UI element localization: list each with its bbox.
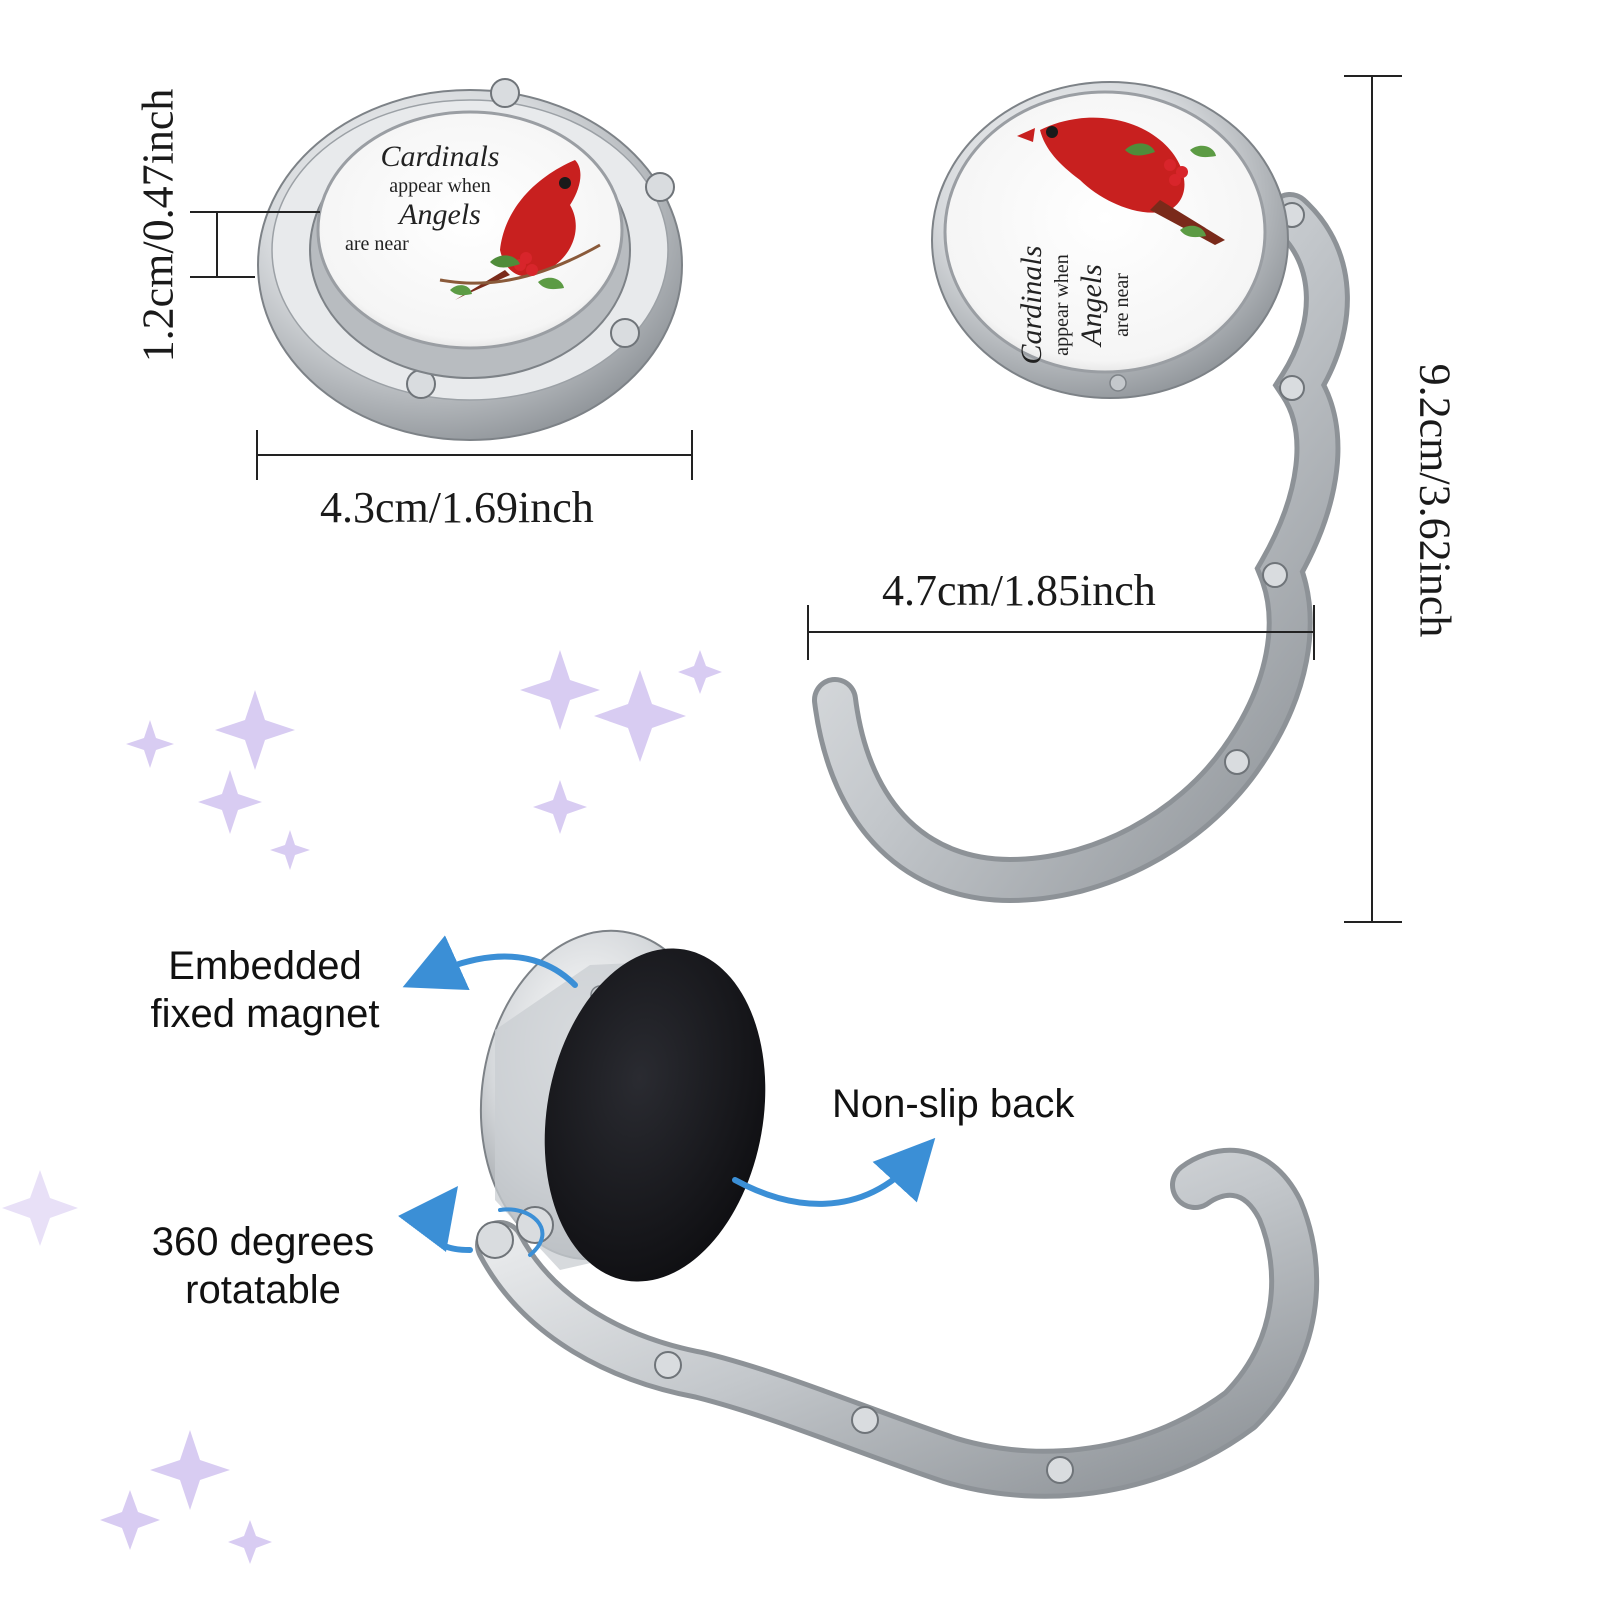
cardinal-bird-artwork: [439, 160, 601, 300]
arrow-magnet-icon: [402, 935, 578, 991]
magnet-feature-label: Embedded fixed magnet: [150, 944, 380, 1036]
callout-arrows: [398, 935, 936, 1257]
face-line-4: are near: [345, 233, 409, 255]
face-line-2: appear when: [389, 175, 491, 197]
face-open-line-3: Angels: [1075, 264, 1108, 346]
rotatable-feature-label: 360 degrees rotatable: [151, 1220, 375, 1312]
sparkle-decoration: [2, 650, 722, 1564]
non-slip-feature-label: Non-slip back: [832, 1082, 1075, 1126]
face-open-line-2: appear when: [1051, 254, 1073, 356]
back-view-hanger: [475, 929, 1320, 1499]
length-dimension-line: [1344, 75, 1402, 923]
diameter-dimension-label: 4.3cm/1.69inch: [320, 483, 594, 532]
open-hanger: [812, 81, 1350, 904]
width-dimension-label: 4.7cm/1.85inch: [882, 566, 1156, 615]
height-dimension-label: 1.2cm/0.47inch: [133, 88, 183, 363]
face-open-line-4: are near: [1111, 273, 1133, 337]
face-line-3: Angels: [399, 198, 481, 231]
face-text-closed: Cardinals appear when Angels are near: [345, 140, 535, 256]
closed-hanger: [257, 78, 683, 441]
height-dimension-line: [190, 211, 320, 278]
cardinal-bird-artwork-2: [1017, 117, 1225, 245]
arrow-back-icon: [732, 1137, 936, 1207]
width-dimension-line: [807, 605, 1315, 660]
face-open-line-1: Cardinals: [1015, 245, 1048, 365]
face-text-open: Cardinals appear when Angels are near: [1015, 205, 1135, 405]
length-dimension-label: 9.2cm/3.62inch: [1410, 363, 1460, 638]
face-line-1: Cardinals: [380, 140, 500, 173]
diameter-dimension-line: [256, 430, 693, 480]
arrow-rotate-icon: [398, 1185, 473, 1253]
